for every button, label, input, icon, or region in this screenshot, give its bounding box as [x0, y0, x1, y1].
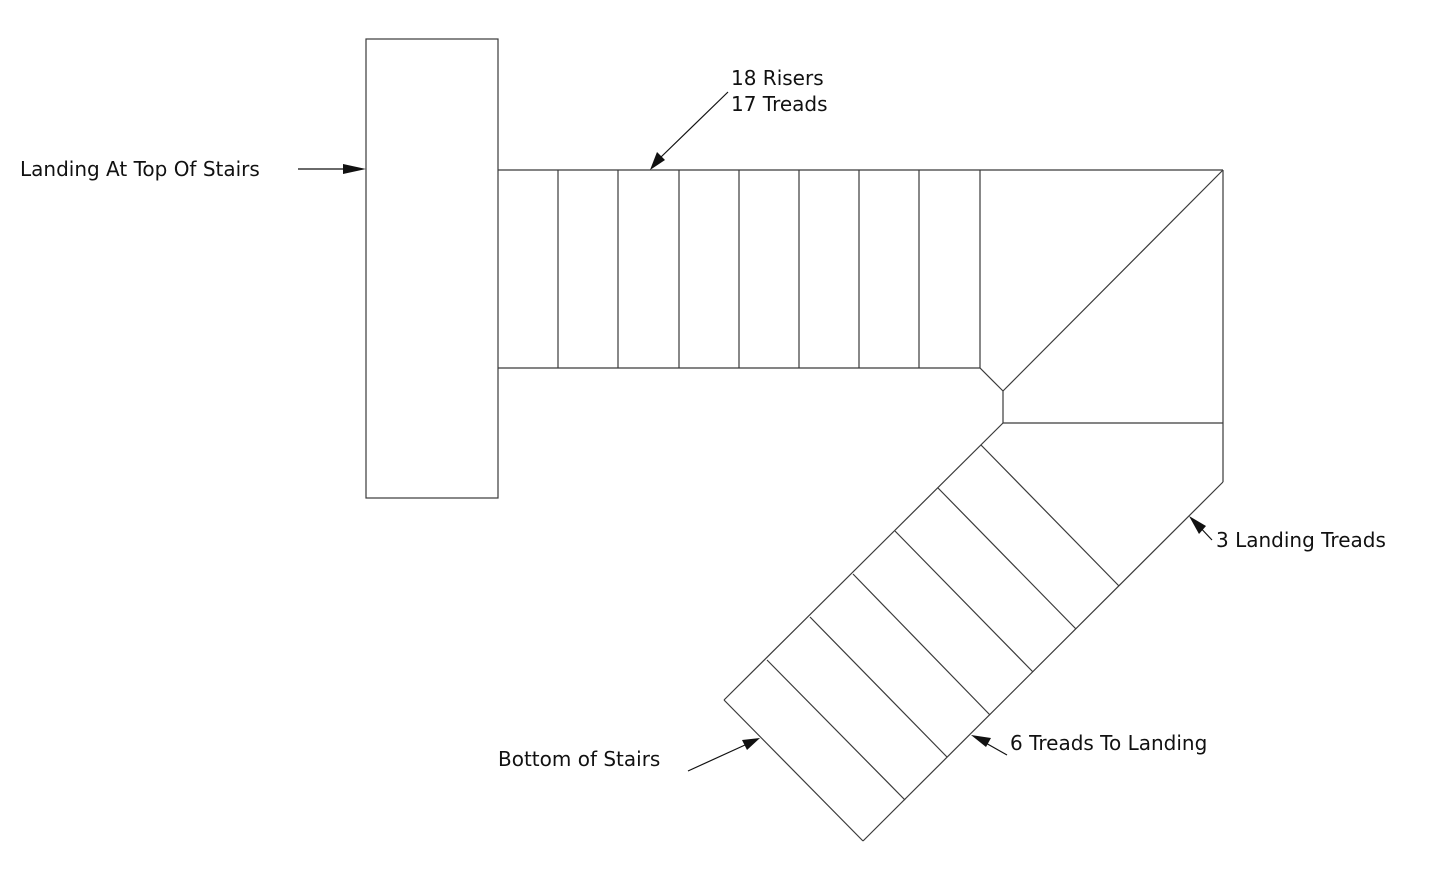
leader-line: [687, 744, 746, 772]
landing-winders: [1002, 169, 1224, 482]
arrowhead-icon: [343, 164, 366, 174]
arrowhead-icon: [742, 738, 760, 750]
arrow-top-landing: [298, 164, 366, 174]
tread-line: [766, 659, 906, 801]
winder-diagonal: [1002, 169, 1224, 392]
label-bottom: Bottom of Stairs: [498, 747, 660, 771]
lower-flight: [723, 422, 1224, 842]
tread-line: [894, 530, 1034, 673]
leader-line: [659, 91, 729, 159]
upper-flight-bottom-edge: [498, 367, 1004, 392]
arrow-landing-treads: [1189, 516, 1213, 541]
arrow-risers: [650, 91, 729, 170]
label-treads: 17 Treads: [731, 92, 828, 116]
label-risers: 18 Risers: [731, 66, 824, 90]
label-treads-to-landing: 6 Treads To Landing: [1010, 731, 1207, 755]
tread-line: [852, 573, 991, 716]
tread-line: [809, 616, 948, 758]
arrow-treads-to-landing: [971, 735, 1008, 756]
label-landing-treads: 3 Landing Treads: [1216, 528, 1386, 552]
lower-flight-outer-edge: [862, 481, 1224, 842]
arrowhead-icon: [650, 152, 665, 170]
arrowhead-icon: [971, 735, 991, 747]
arrowhead-icon: [1189, 516, 1206, 534]
upper-flight: [498, 169, 1223, 392]
leader-line: [983, 741, 1008, 756]
label-top-landing: Landing At Top Of Stairs: [20, 157, 260, 181]
tread-line: [980, 444, 1120, 587]
tread-line: [937, 487, 1077, 630]
top-landing: [365, 38, 499, 499]
bottom-step-edge: [723, 699, 864, 842]
arrow-bottom: [687, 738, 760, 772]
lower-flight-inner-edge: [723, 422, 1004, 701]
